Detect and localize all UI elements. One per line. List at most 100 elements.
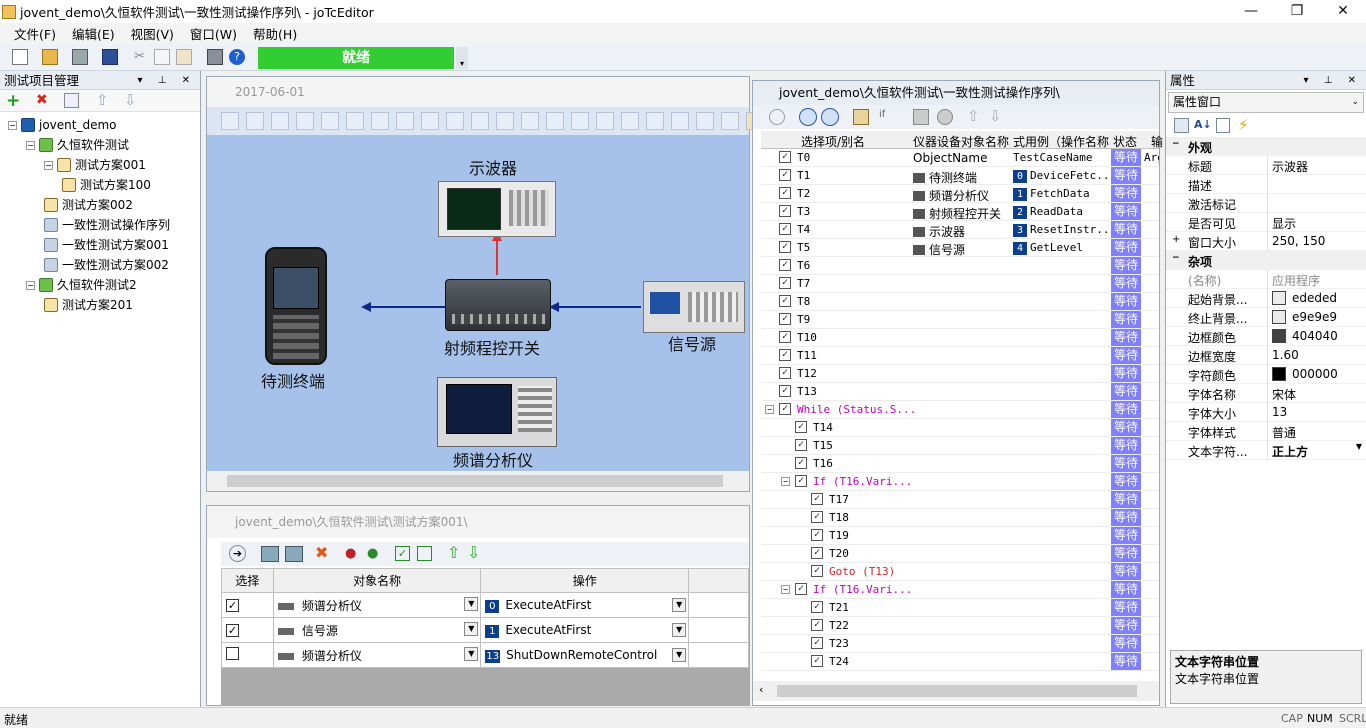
seq-checkbox[interactable]: ✓ [811, 547, 823, 559]
move-row-down-icon[interactable]: ⇩ [467, 543, 481, 562]
property-row[interactable]: 起始背景...ededed [1166, 289, 1366, 308]
object-cell[interactable]: 频谱分析仪▼ [272, 592, 482, 618]
property-value[interactable]: 000000 [1272, 367, 1338, 381]
paste-icon[interactable] [176, 49, 192, 65]
copy-node-icon[interactable] [64, 93, 79, 108]
object-cell[interactable]: 信号源▼ [272, 617, 482, 643]
add-icon[interactable]: + [6, 91, 21, 111]
uncheck-all-icon[interactable] [417, 546, 432, 561]
align-tool-icon[interactable] [621, 112, 639, 130]
breakpoint-icon[interactable]: ● [345, 546, 357, 561]
seq-checkbox[interactable]: ✓ [779, 151, 791, 163]
align-tool-icon[interactable] [446, 112, 464, 130]
align-tool-icon[interactable] [346, 112, 364, 130]
expand-icon[interactable]: + [1172, 234, 1181, 245]
maximize-button[interactable]: ❐ [1290, 3, 1304, 19]
properties-object-selector[interactable]: 属性窗口 ⌄ [1168, 92, 1364, 113]
diagram-hscrollbar[interactable] [207, 471, 749, 491]
seq-move-up-icon[interactable]: ⇧ [967, 107, 980, 125]
object-cell[interactable]: 频谱分析仪▼ [272, 642, 482, 668]
object-dropdown-icon[interactable]: ▼ [464, 621, 479, 636]
panel-buttons[interactable]: ▾ ⊥ ✕ [137, 75, 196, 86]
properties-panel-buttons[interactable]: ▾ ⊥ ✕ [1303, 75, 1362, 86]
seq-col-case[interactable]: 式用例（操作名称 [1013, 135, 1110, 149]
add-device-icon[interactable] [261, 546, 279, 562]
property-value[interactable]: 普通 [1272, 424, 1296, 441]
menu-edit[interactable]: 编辑(E) [71, 27, 115, 42]
seq-checkbox[interactable]: ✓ [779, 169, 791, 181]
seq-checkbox[interactable]: ✓ [779, 205, 791, 217]
move-down-icon[interactable]: ⇩ [124, 91, 137, 109]
menu-file[interactable]: 文件(F) [14, 27, 56, 42]
dropdown-arrow-icon[interactable]: ▼ [1355, 442, 1362, 451]
align-tool-icon[interactable] [271, 112, 289, 130]
seq-expander-icon[interactable]: − [765, 405, 774, 414]
seq-expander-icon[interactable]: − [781, 477, 790, 486]
align-tool-icon[interactable] [321, 112, 339, 130]
collapse-icon[interactable]: − [1172, 253, 1180, 263]
print-preview-icon[interactable] [72, 49, 88, 65]
property-value[interactable]: e9e9e9 [1272, 310, 1337, 324]
seq-checkbox[interactable]: ✓ [811, 511, 823, 523]
property-row[interactable]: (名称)应用程序 [1166, 270, 1366, 289]
terminal-device[interactable] [265, 247, 327, 365]
seq-checkbox[interactable]: ✓ [811, 655, 823, 667]
table-view-icon[interactable] [913, 109, 929, 125]
align-tool-icon[interactable] [546, 112, 564, 130]
align-tool-icon[interactable] [646, 112, 664, 130]
seq-expander-icon[interactable]: − [781, 585, 790, 594]
seq-checkbox[interactable]: ✓ [811, 601, 823, 613]
property-value[interactable]: 应用程序 [1272, 272, 1320, 289]
align-tool-icon[interactable] [246, 112, 264, 130]
sequence-row[interactable]: −✓While (Status.S...等待 [761, 401, 1159, 419]
events-icon[interactable]: ⚡ [1238, 116, 1249, 134]
select-cell[interactable] [221, 642, 274, 668]
align-tool-icon[interactable] [671, 112, 689, 130]
save-icon[interactable] [102, 49, 118, 65]
property-value[interactable]: 示波器 [1272, 158, 1308, 175]
tree-node[interactable]: 测试方案100 [62, 176, 151, 194]
property-row[interactable]: 是否可见显示 [1166, 213, 1366, 232]
object-dropdown-icon[interactable]: ▼ [464, 596, 479, 611]
align-tool-icon[interactable] [496, 112, 514, 130]
categorized-icon[interactable] [1174, 118, 1189, 133]
minimize-button[interactable]: — [1244, 3, 1258, 19]
row-checkbox[interactable]: ✓ [226, 599, 239, 612]
select-cell[interactable]: ✓ [221, 617, 274, 643]
property-category[interactable]: −杂项 [1166, 251, 1366, 270]
operation-dropdown-icon[interactable]: ▼ [672, 647, 687, 662]
tree-node[interactable]: 一致性测试操作序列 [44, 216, 170, 234]
seq-checkbox[interactable]: ✓ [795, 421, 807, 433]
align-tool-icon[interactable] [471, 112, 489, 130]
tree-node[interactable]: 测试方案201 [44, 296, 133, 314]
property-value[interactable]: 250, 150 [1272, 234, 1325, 248]
sequence-hscrollbar[interactable]: ‹ [753, 681, 1159, 701]
seq-checkbox[interactable]: ✓ [779, 367, 791, 379]
select-cell[interactable]: ✓ [221, 592, 274, 618]
align-tool-icon[interactable] [396, 112, 414, 130]
property-row[interactable]: 描述 [1166, 175, 1366, 194]
align-tool-icon[interactable] [721, 112, 739, 130]
move-row-up-icon[interactable]: ⇧ [447, 543, 461, 562]
seq-checkbox[interactable]: ✓ [811, 565, 823, 577]
tree-node[interactable]: −久恒软件测试2 [26, 276, 137, 294]
check-all-icon[interactable]: ✓ [395, 546, 410, 561]
seq-checkbox[interactable]: ✓ [779, 277, 791, 289]
